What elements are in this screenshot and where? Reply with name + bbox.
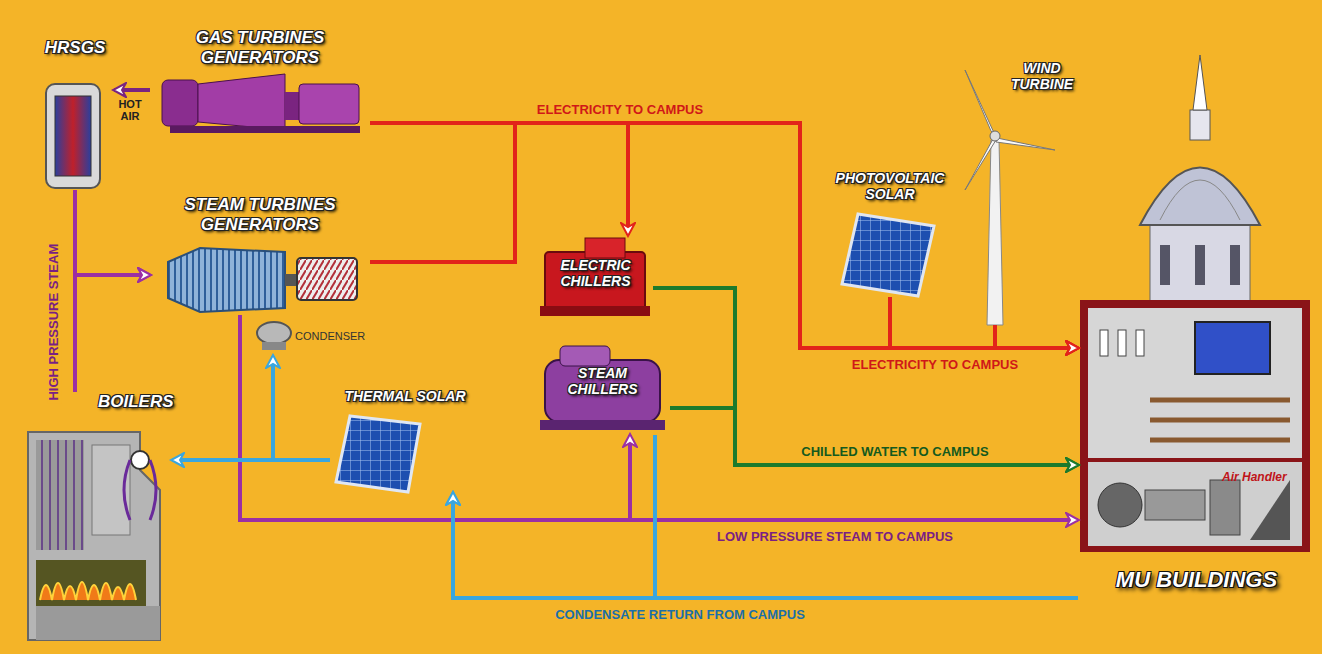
node-label: STEAM TURBINES GENERATORS (175, 195, 345, 234)
campus-building: MU BUILDINGS (1078, 45, 1317, 607)
boiler: BOILERS (20, 392, 172, 647)
flow-line (370, 123, 1078, 348)
flow-line (453, 493, 1078, 598)
flow-line (370, 123, 628, 235)
flow-line (75, 190, 150, 275)
flow-line (273, 356, 330, 460)
flow-line (453, 435, 655, 598)
node-label: THERMAL SOLAR (330, 388, 480, 404)
hrsg-unit: HRSGS (38, 38, 114, 190)
steam-turbine: STEAM TURBINES GENERATORS (150, 195, 370, 315)
flow-label: ELECTRICITY TO CAMPUS (534, 103, 706, 117)
node-label: STEAM CHILLERS (555, 365, 650, 397)
condenser: CONDENSER (255, 318, 377, 356)
flow-line (890, 297, 1078, 348)
flow-label: CHILLED WATER TO CAMPUS (798, 445, 991, 459)
flow-label: LOW PRESSURE STEAM TO CAMPUS (714, 530, 956, 544)
node-label: GAS TURBINES GENERATORS (180, 28, 340, 67)
flow-line (670, 408, 1078, 465)
electric-chiller: ELECTRIC CHILLERS (538, 235, 653, 320)
steam-chiller: STEAM CHILLERS (535, 340, 670, 435)
photovoltaic-panel: PHOTOVOLTAIC SOLAR (835, 170, 947, 297)
flow-label: CONDENSATE RETURN FROM CAMPUS (552, 608, 808, 622)
node-label: CONDENSER (295, 330, 375, 343)
gas-turbine: GAS TURBINES GENERATORS (150, 28, 370, 136)
wind-turbine: WIND TURBINE (958, 60, 1080, 325)
node-label: BOILERS (98, 392, 170, 412)
flow-label: HIGH PRESSURE STEAM (47, 241, 61, 404)
flow-line (370, 123, 1078, 348)
node-label: PHOTOVOLTAIC SOLAR (835, 170, 945, 202)
flow-line (114, 88, 150, 92)
flow-line (995, 325, 1078, 348)
flow-line (240, 315, 630, 520)
flow-label: HOT AIR (109, 98, 151, 122)
node-label: HRSGS (38, 38, 112, 58)
equipment-label: Air Handler (1222, 470, 1287, 484)
flow-label: ELECTRICITY TO CAMPUS (849, 358, 1021, 372)
node-label: ELECTRIC CHILLERS (548, 257, 643, 289)
flow-line (240, 315, 1078, 520)
node-label: MU BUILDINGS (1078, 567, 1315, 592)
thermal-solar: THERMAL SOLAR (330, 388, 482, 493)
flow-line (653, 288, 1078, 465)
flow-line (75, 275, 150, 392)
node-label: WIND TURBINE (1006, 60, 1078, 92)
